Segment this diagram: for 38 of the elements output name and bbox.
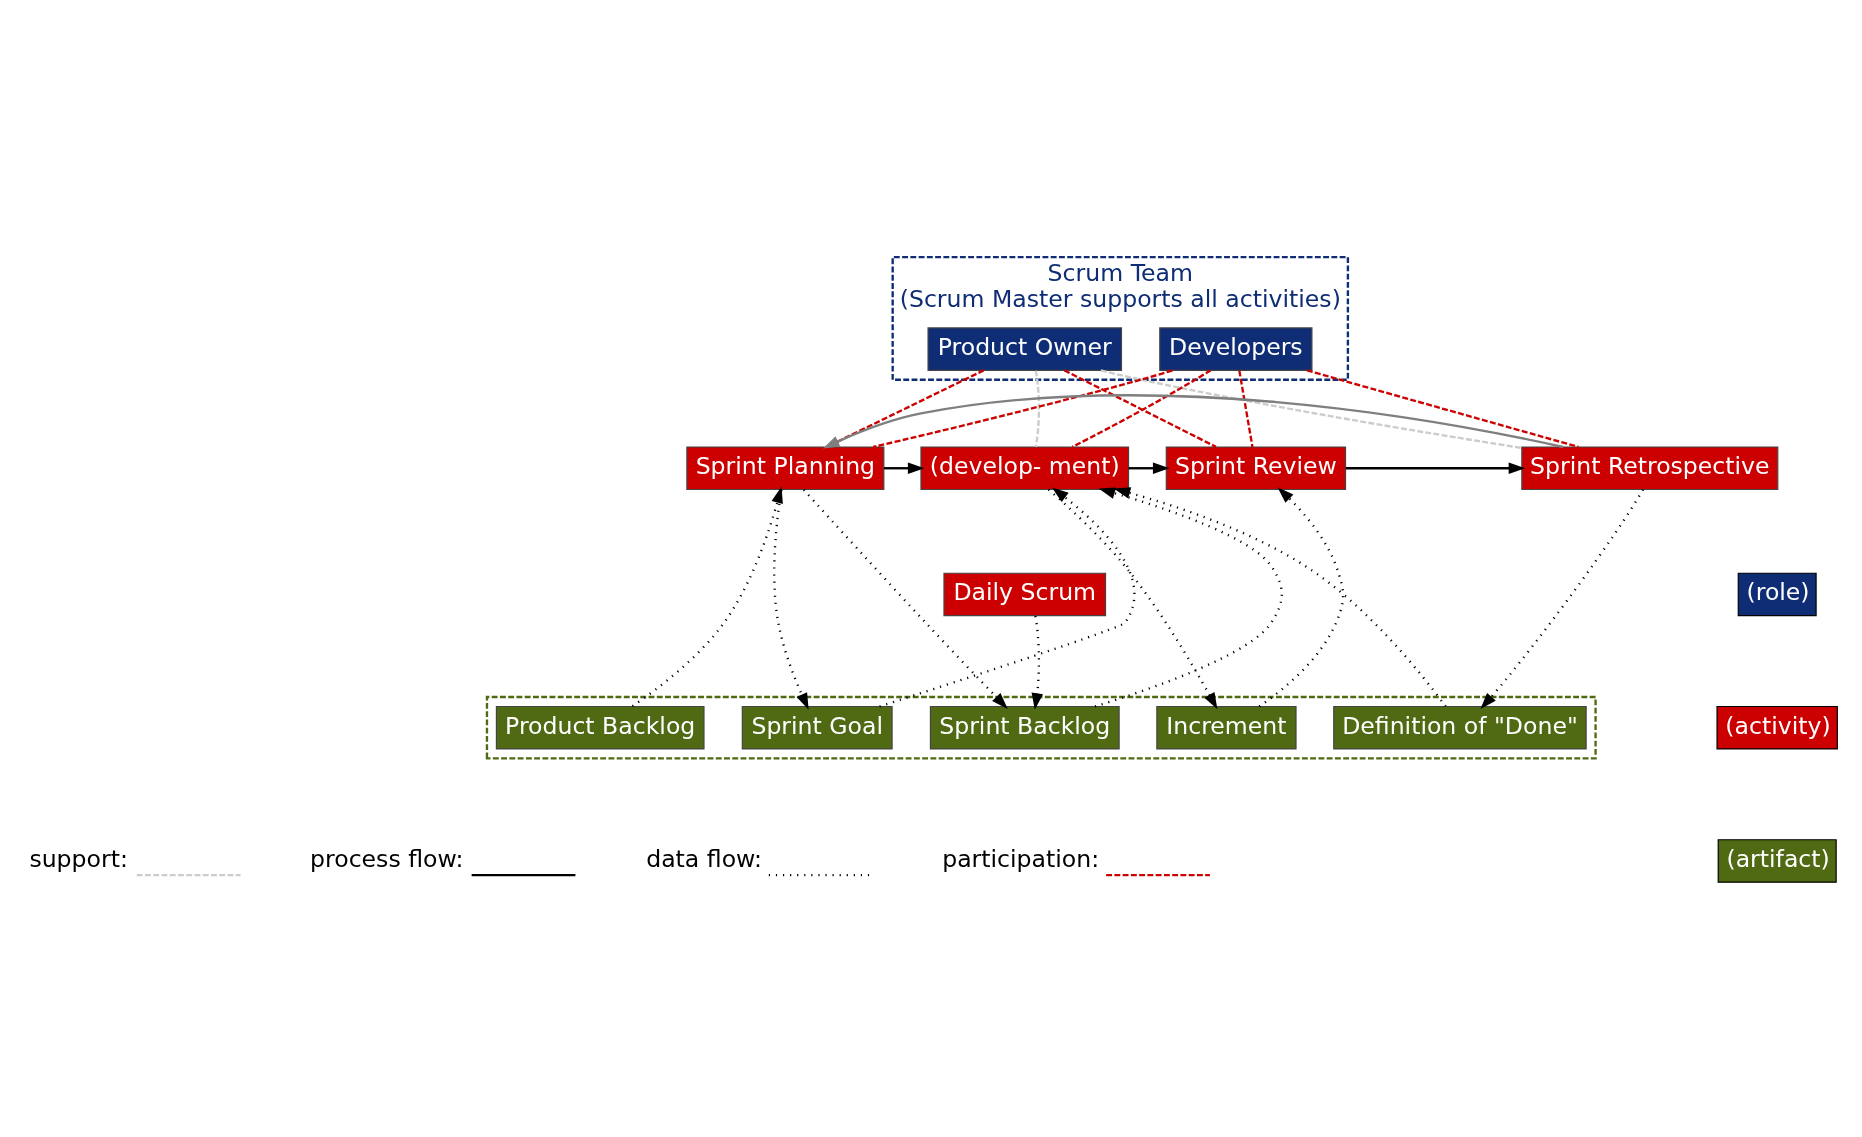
- node-box: Sprint Retrospective: [1521, 446, 1779, 491]
- arrow: [1094, 487, 1283, 708]
- legend-label: support:: [29, 844, 128, 873]
- legend-label: process flow:: [310, 844, 464, 873]
- arrow: [773, 489, 809, 710]
- node-box: Sprint Review: [1165, 446, 1347, 491]
- legend-label: (activity): [1725, 711, 1831, 740]
- node-box: Sprint Backlog: [929, 705, 1120, 750]
- arrow: [631, 486, 783, 708]
- arrow: [1345, 462, 1526, 475]
- legend-label: (artifact): [1726, 844, 1830, 873]
- node-box: Daily Scrum: [943, 572, 1107, 617]
- arrow: [802, 489, 1008, 709]
- connector: [1306, 369, 1579, 449]
- node-box: Sprint Goal: [741, 705, 893, 750]
- node-box: (develop- ment): [920, 446, 1130, 491]
- arrow: [884, 462, 925, 475]
- node-box: Increment: [1156, 705, 1297, 750]
- node-box: Definition of "Done": [1333, 705, 1587, 750]
- arrow: [879, 487, 1136, 708]
- connector: [1100, 369, 1522, 449]
- node-box: Developers: [1159, 327, 1313, 371]
- arrow: [1031, 615, 1043, 710]
- connector: [1034, 370, 1041, 448]
- node-box: Product Backlog: [495, 705, 705, 750]
- arrow: [823, 394, 1564, 449]
- connector: [873, 369, 1173, 449]
- legend-label: participation:: [942, 844, 1100, 873]
- arrow: [1113, 487, 1447, 708]
- arrow: [1047, 488, 1218, 710]
- arrow: [1258, 487, 1345, 708]
- legend-label: (role): [1746, 578, 1810, 607]
- node-box: Product Owner: [927, 327, 1123, 371]
- arrow: [1480, 489, 1644, 710]
- node-box: Sprint Planning: [686, 446, 885, 491]
- connector: [1238, 370, 1254, 448]
- arrow: [1128, 462, 1170, 475]
- legend-label: data flow:: [646, 844, 763, 873]
